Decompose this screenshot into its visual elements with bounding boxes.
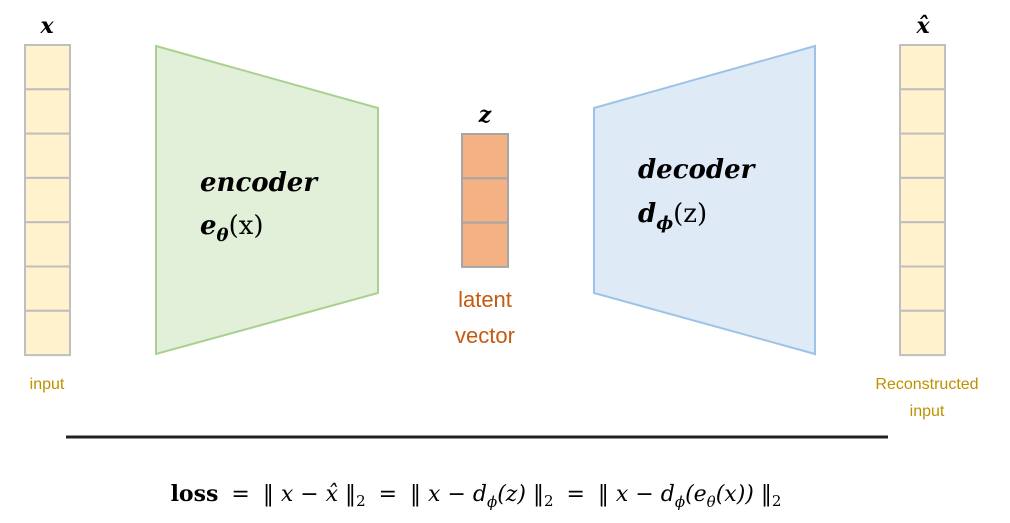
output-caption-line1: Reconstructed xyxy=(875,376,978,393)
latent-symbol: z xyxy=(478,102,492,128)
output-vector xyxy=(899,44,946,357)
output-caption-line2: input xyxy=(910,403,945,420)
output-cell xyxy=(899,309,946,357)
input-cell xyxy=(24,44,71,91)
latent-cell xyxy=(461,177,509,224)
latent-caption-line2: vector xyxy=(455,323,515,348)
output-cell xyxy=(899,221,946,268)
input-cell xyxy=(24,309,71,357)
output-cell xyxy=(899,176,946,224)
latent-vector xyxy=(461,133,509,268)
encoder-block xyxy=(155,44,379,356)
output-cell xyxy=(899,44,946,91)
input-caption: input xyxy=(30,376,65,393)
latent-cell xyxy=(461,133,509,180)
output-cell xyxy=(899,132,946,179)
decoder-function: dϕ(z) xyxy=(638,199,707,234)
output-symbol: x̂ xyxy=(915,13,930,39)
latent-cell xyxy=(461,221,509,268)
encoder-function: eθ(x) xyxy=(200,211,264,246)
input-cell xyxy=(24,132,71,179)
input-cell xyxy=(24,221,71,268)
encoder-title: encoder xyxy=(200,168,319,198)
output-cell xyxy=(899,88,946,135)
input-symbol: x xyxy=(39,13,54,39)
decoder-block xyxy=(593,44,816,356)
input-cell xyxy=(24,265,71,312)
input-cell xyxy=(24,176,71,224)
decoder-title: decoder xyxy=(638,155,757,185)
latent-caption-line1: latent xyxy=(458,287,512,312)
input-vector xyxy=(24,44,71,357)
output-cell xyxy=(899,265,946,312)
input-cell xyxy=(24,88,71,135)
loss-formula: loss = ‖ x − x̂ ‖2 = ‖ x − dϕ(z) ‖2 = ‖ … xyxy=(171,481,782,512)
